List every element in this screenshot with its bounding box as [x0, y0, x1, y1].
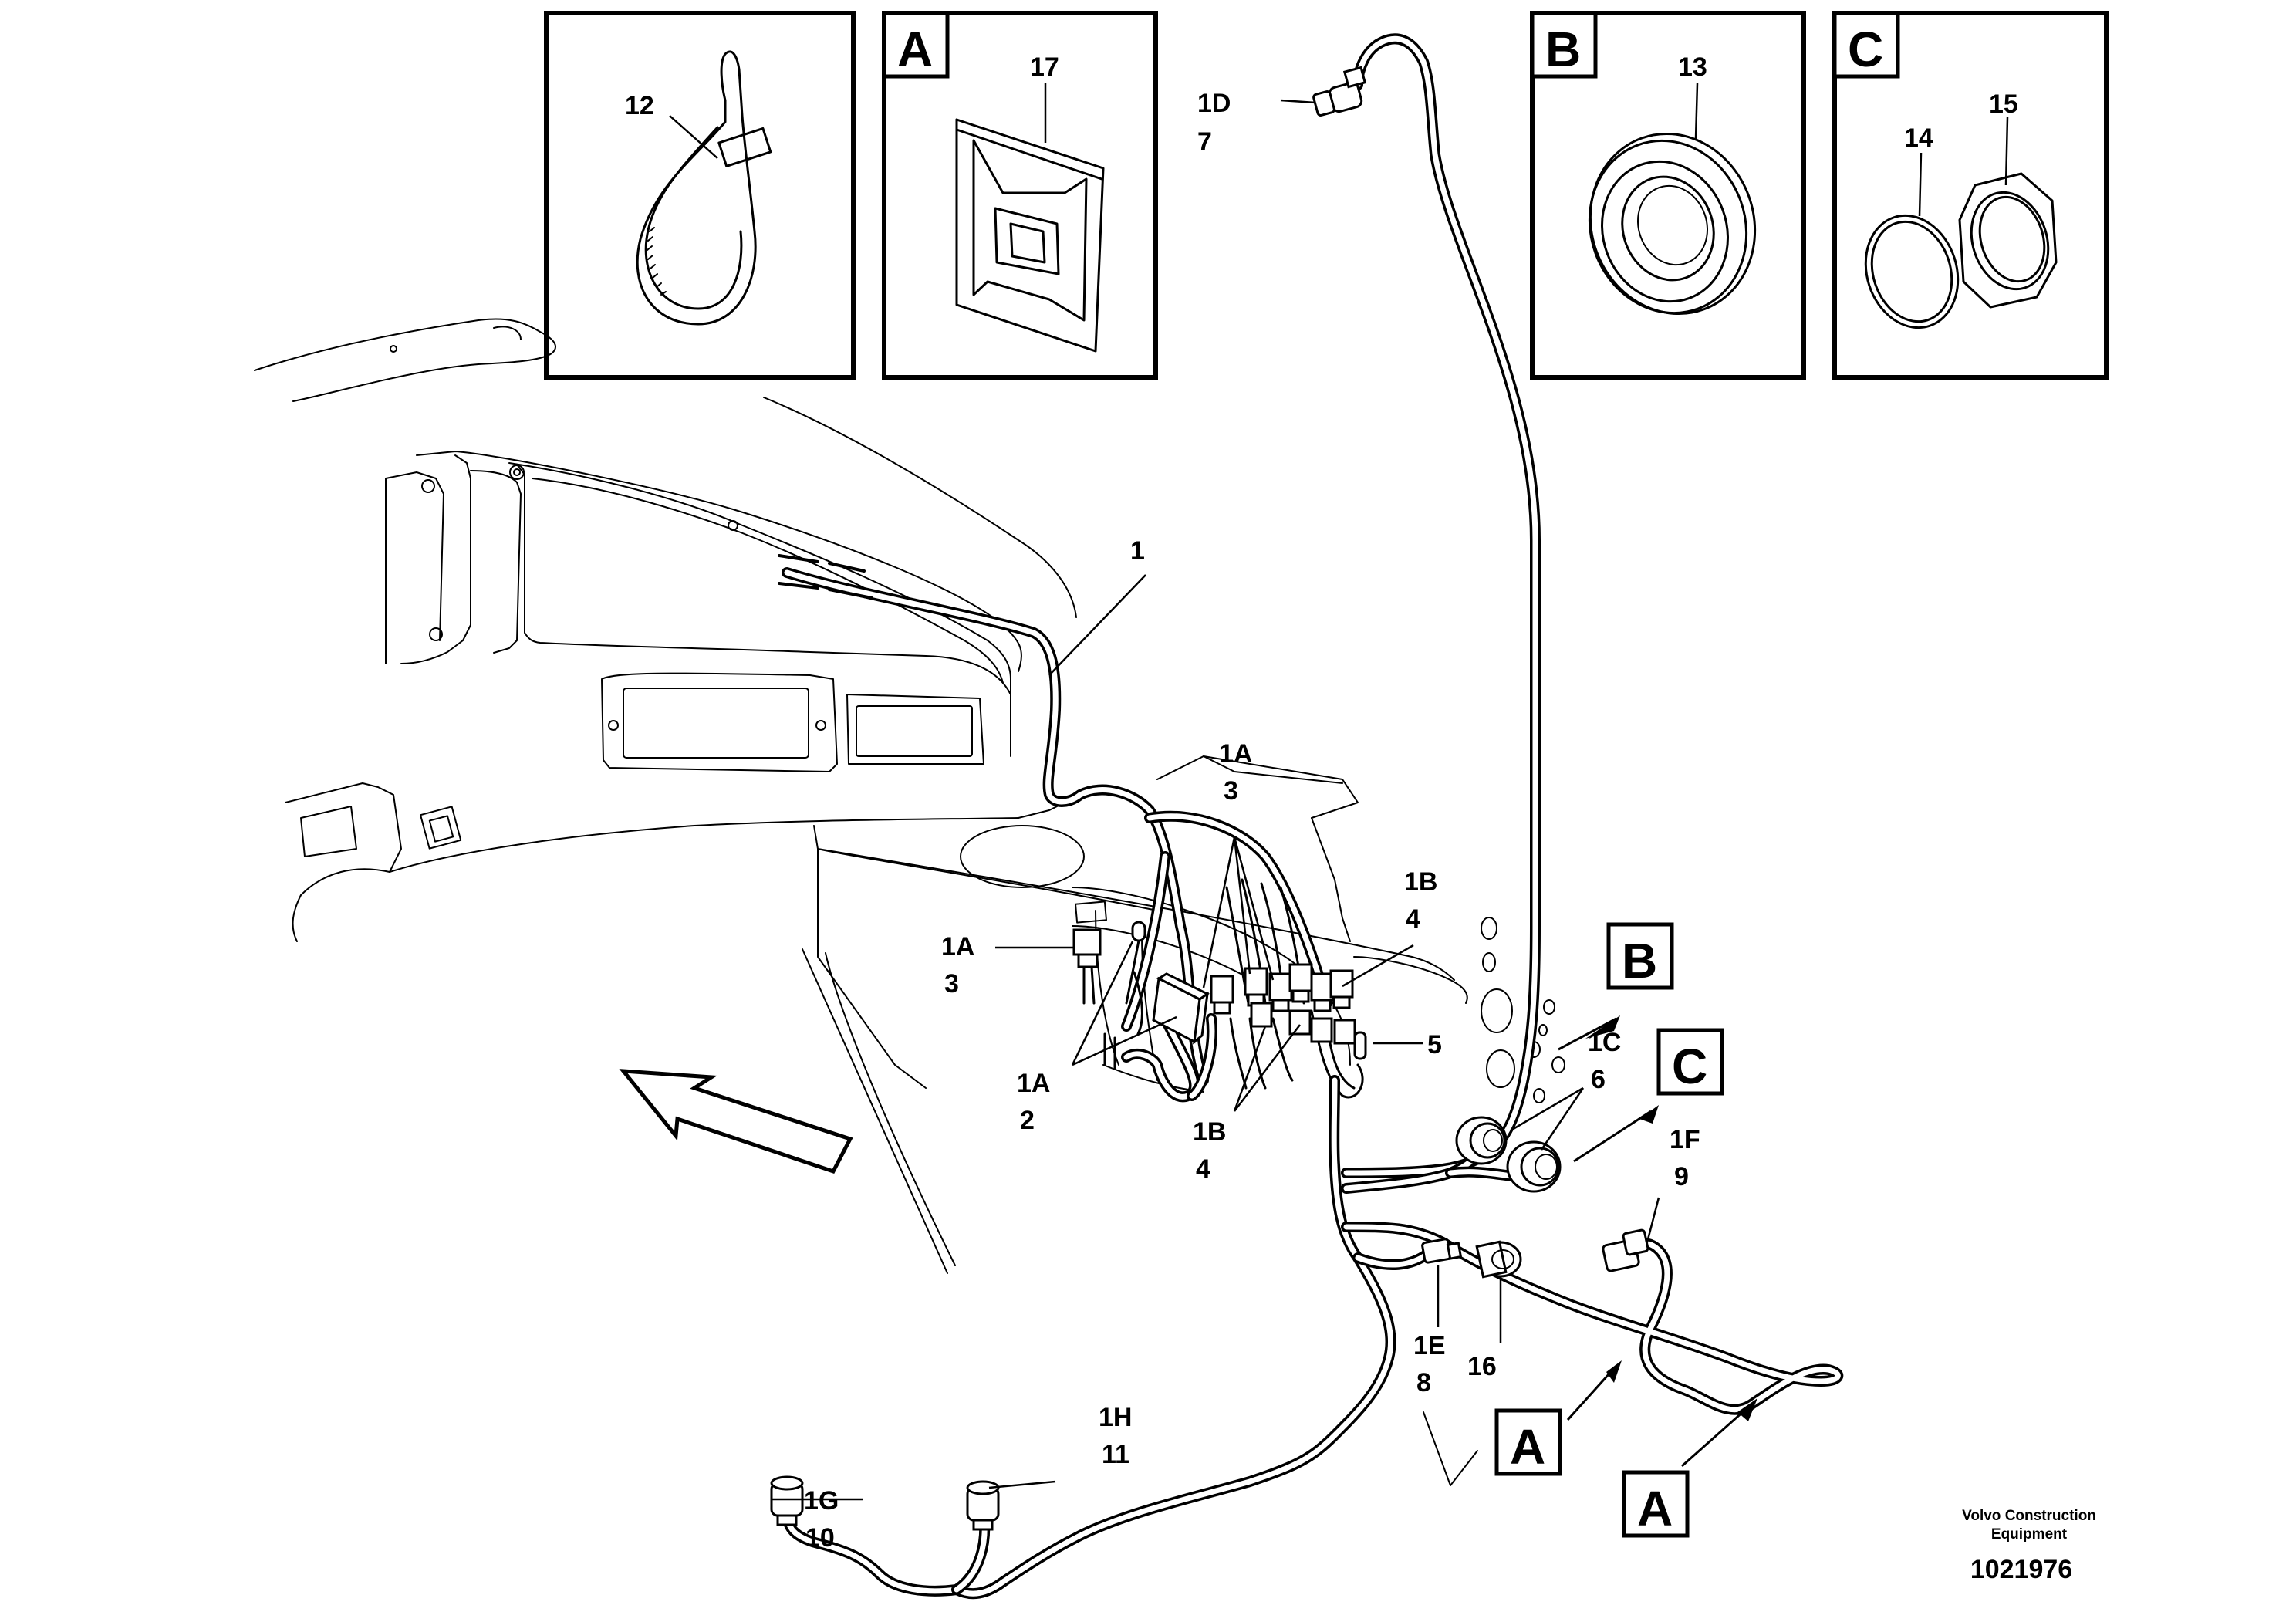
label-15: 15: [1989, 90, 2018, 119]
callout-2: 2: [1020, 1106, 1035, 1135]
svg-text:C: C: [1672, 1039, 1707, 1094]
brand-line-1: Volvo Construction: [1962, 1508, 2096, 1524]
connector-1e: [1421, 1238, 1463, 1264]
callout-1h: 1H: [1099, 1403, 1132, 1432]
callout-8: 8: [1416, 1368, 1431, 1397]
callout-1: 1: [1130, 536, 1145, 566]
cab-structure: [254, 318, 1565, 1486]
inset-a-letter: A: [897, 22, 933, 77]
label-17: 17: [1030, 52, 1059, 82]
callout-1g: 1G: [804, 1486, 839, 1516]
callout-10: 10: [805, 1523, 835, 1553]
inset-b-grommet: B 13: [1530, 11, 1806, 380]
callout-1b-bottom: 1B: [1193, 1117, 1226, 1147]
callout-labels: 1 1D 7 1A 3 1A 3 1A 2 1B 4 1B 4 5 1C 6 1…: [804, 89, 1700, 1553]
inset-c-o-ring-nut: C 14 15: [1832, 11, 2109, 380]
callout-1c: 1C: [1588, 1028, 1621, 1057]
view-marker-b: B: [1606, 922, 1674, 990]
svg-text:A: A: [1637, 1481, 1673, 1536]
connector-1h: [966, 1480, 1000, 1531]
label-13: 13: [1678, 52, 1707, 82]
view-marker-c: C: [1656, 1028, 1724, 1096]
brand-line-2: Equipment: [1991, 1526, 2068, 1543]
connector-1d: [1312, 66, 1367, 117]
connector-1a-relay: [1152, 972, 1210, 1045]
connector-1a-left: [1072, 921, 1146, 1005]
callout-1d: 1D: [1197, 89, 1231, 118]
callout-5: 5: [1427, 1030, 1442, 1059]
callout-3-top: 3: [1224, 776, 1238, 806]
callout-11: 11: [1102, 1440, 1129, 1469]
callout-16: 16: [1467, 1352, 1497, 1381]
label-12: 12: [625, 91, 654, 120]
callout-1a-bottom: 1A: [1017, 1069, 1050, 1098]
connector-1c: [1455, 1116, 1562, 1193]
inset-b-letter: B: [1545, 22, 1581, 77]
inset-c-letter: C: [1848, 22, 1883, 77]
callout-4-bottom: 4: [1196, 1154, 1210, 1184]
inset-a-tie-mount: A 17: [882, 11, 1158, 380]
callout-1e: 1E: [1413, 1331, 1446, 1360]
footer: Volvo Construction Equipment 1021976: [1962, 1508, 2096, 1584]
callout-1a-top: 1A: [1219, 739, 1252, 769]
view-marker-a-mid: A: [1494, 1408, 1562, 1476]
callout-7: 7: [1197, 127, 1212, 157]
connector-1g: [770, 1475, 804, 1526]
svg-text:B: B: [1622, 933, 1657, 988]
callout-4-top: 4: [1406, 904, 1420, 934]
callout-3-left: 3: [944, 969, 959, 999]
callout-9: 9: [1674, 1162, 1689, 1191]
callout-6: 6: [1591, 1065, 1606, 1094]
forward-direction-arrow: [619, 1069, 853, 1174]
connector-1f: [1602, 1228, 1649, 1272]
callout-1f: 1F: [1670, 1125, 1700, 1154]
part-16-plug: [1475, 1240, 1522, 1279]
inset-cable-tie: 12: [544, 11, 856, 380]
leader-lines: [772, 99, 1757, 1501]
view-marker-a-right: A: [1622, 1470, 1690, 1538]
callout-1a-left: 1A: [941, 932, 974, 961]
svg-text:A: A: [1510, 1419, 1545, 1475]
connector-cluster: [1210, 963, 1367, 1060]
connectors: [770, 66, 1649, 1531]
label-14: 14: [1904, 123, 1933, 153]
document-number: 1021976: [1970, 1555, 2072, 1584]
callout-1b-top: 1B: [1404, 867, 1437, 897]
